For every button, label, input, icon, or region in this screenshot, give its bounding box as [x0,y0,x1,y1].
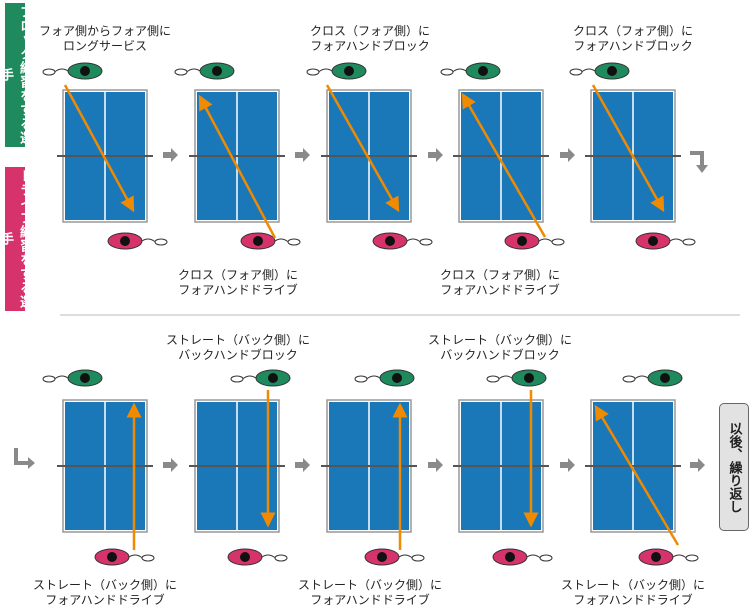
table-tennis-table [453,89,549,223]
table-tennis-table [321,89,417,223]
player-eye [80,66,90,76]
corner-arrow-icon [14,448,35,469]
player-eye [385,236,395,246]
paddle-icon [551,238,565,246]
step-label: ストレート（バック側）にフォアハンドドライブ [560,578,706,607]
paddle-icon [622,375,636,383]
paddle-icon [411,554,425,562]
block-player-icon [622,369,683,387]
player-eye [478,66,488,76]
drive-player-icon [94,548,155,566]
flow-arrow-icon [560,148,575,162]
player-eye [120,236,130,246]
paddle-icon [419,238,433,246]
flow-arrow-icon [163,148,178,162]
ball-path-arrow [591,84,665,213]
drive-player-icon [635,232,696,250]
block-player-icon [42,62,103,80]
ball-path-arrow [594,404,680,546]
block-player-icon [440,62,501,80]
ball-path-arrow [63,84,135,213]
player-eye [268,373,278,383]
player-eye [651,552,661,562]
player-eye [660,373,670,383]
block-player-icon [569,62,630,80]
paddle-icon [230,375,244,383]
ball-path-arrow [198,94,277,239]
paddle-icon [486,375,500,383]
player-eye [240,552,250,562]
block-player-icon [230,369,291,387]
block-player-icon [174,62,235,80]
player-eye [80,373,90,383]
player-eye [607,66,617,76]
player-eye [344,66,354,76]
table-tennis-table [189,89,285,223]
step-label: フォア側からフォア側にロングサービス [38,24,172,53]
block-player-icon [306,62,367,80]
drive-player-label: ドライブ練習をする選手 [0,167,32,311]
step-label: クロス（フォア側）にフォアハンドブロック [572,24,694,53]
flow-arrow-icon [295,148,310,162]
player-eye [212,66,222,76]
step-label: ストレート（バック側）にバックハンドブロック [165,333,311,362]
table-tennis-table [57,399,153,533]
step-label: ストレート（バック側）にバックハンドブロック [427,333,573,362]
paddle-icon [306,68,320,76]
player-eye [253,236,263,246]
drive-player-icon [372,232,433,250]
flow-arrow-icon [560,458,575,472]
block-player-label: ブロック練習をする選手 [0,3,32,147]
drive-player-icon [227,548,288,566]
player-eye [377,552,387,562]
paddle-icon [682,238,696,246]
player-eye [392,373,402,383]
paddle-icon [174,68,188,76]
corner-arrow-icon [690,151,708,173]
player-eye [648,236,658,246]
drive-player-icon [240,232,301,250]
player-eye [505,552,515,562]
step-label: クロス（フォア側）にフォアハンドドライブ [439,268,561,297]
block-player-icon [354,369,415,387]
table-tennis-table [585,399,681,533]
paddle-icon [539,554,553,562]
paddle-icon [685,554,699,562]
drive-player-icon [492,548,553,566]
paddle-icon [42,68,56,76]
paddle-icon [154,238,168,246]
block-player-icon [486,369,547,387]
paddle-icon [440,68,454,76]
block-player-icon [42,369,103,387]
flow-arrow-icon [428,148,443,162]
drive-player-icon [364,548,425,566]
table-tennis-table [189,399,285,533]
flow-arrow-icon [295,458,310,472]
drive-player-icon [504,232,565,250]
drive-player-icon [107,232,168,250]
flow-arrow-icon [690,458,705,472]
step-label: クロス（フォア側）にフォアハンドドライブ [177,268,299,297]
player-eye [107,552,117,562]
table-tennis-table [321,399,417,533]
paddle-icon [287,238,301,246]
drive-player-icon [638,548,699,566]
paddle-icon [569,68,583,76]
repeat-box: 以後、繰り返し [719,403,749,531]
ball-path-arrow [461,92,547,238]
paddle-icon [141,554,155,562]
step-label: ストレート（バック側）にフォアハンドドライブ [32,578,178,607]
paddle-icon [274,554,288,562]
player-eye [517,236,527,246]
flow-arrow-icon [428,458,443,472]
paddle-icon [354,375,368,383]
step-label: ストレート（バック側）にフォアハンドドライブ [297,578,443,607]
paddle-icon [42,375,56,383]
ball-path-arrow [325,84,400,213]
table-tennis-table [453,399,549,533]
step-label: クロス（フォア側）にフォアハンドブロック [309,24,431,53]
player-eye [524,373,534,383]
flow-arrow-icon [163,458,178,472]
